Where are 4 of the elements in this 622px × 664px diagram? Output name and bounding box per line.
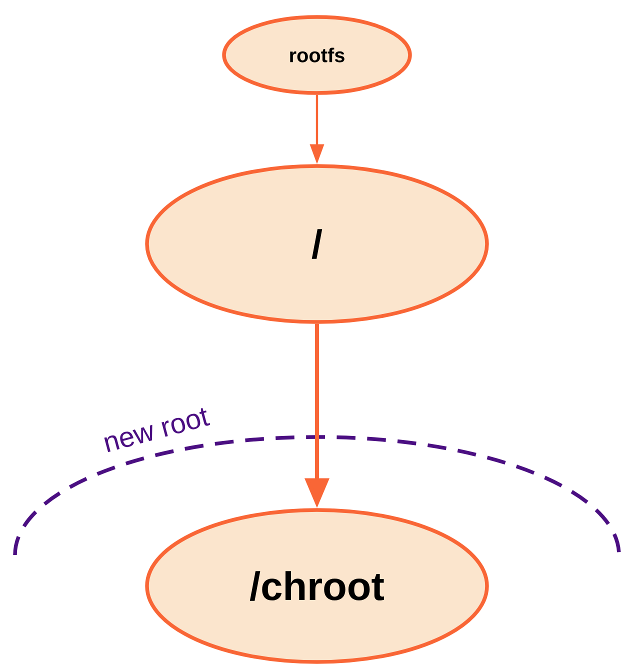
arc-label: new root	[104, 408, 210, 452]
ellipse-node: /	[145, 164, 489, 324]
ellipse-node: /chroot	[145, 508, 489, 664]
ellipse-node: rootfs	[222, 15, 412, 95]
